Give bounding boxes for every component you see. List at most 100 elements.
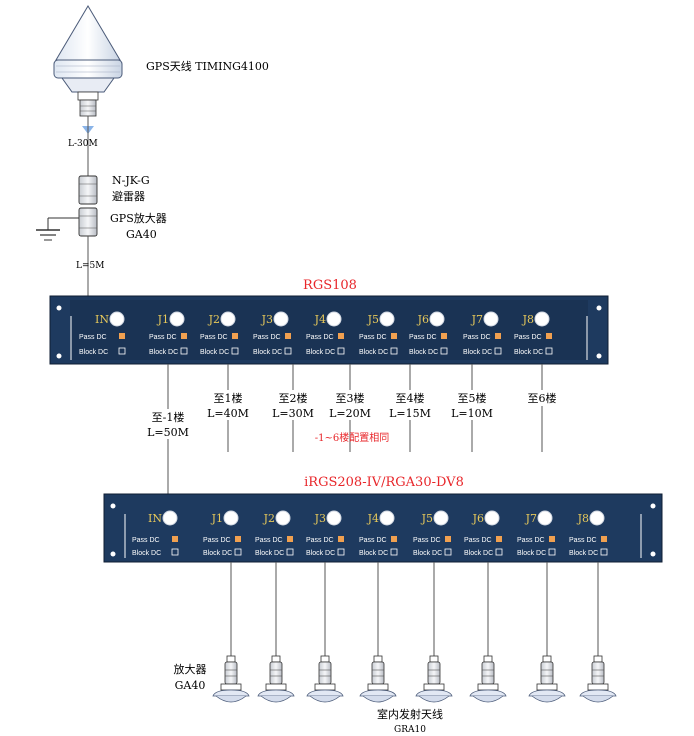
indoor-antenna-icon — [579, 655, 617, 703]
pass-dc-indicator — [546, 333, 552, 339]
floor-destination: 至5楼 — [458, 391, 487, 405]
port-connector-j3[interactable] — [326, 510, 342, 526]
port-connector-j1[interactable] — [223, 510, 239, 526]
floor-cable-length: L=10M — [451, 407, 493, 420]
port-connector-j6[interactable] — [429, 311, 445, 327]
port-label-j7: J7 — [525, 512, 537, 525]
cable-bottom-length: L=5M — [76, 261, 104, 271]
port-connector-j7[interactable] — [483, 311, 499, 327]
port-connector-j8[interactable] — [534, 311, 550, 327]
indoor-antenna-icon — [359, 655, 397, 703]
rgs108-panel — [49, 295, 609, 365]
block-dc-indicator — [440, 347, 448, 355]
pass-dc-label: Pass DC — [409, 334, 437, 341]
pass-dc-label: Pass DC — [359, 334, 387, 341]
floor-destination: 至3楼 — [336, 391, 365, 405]
pass-dc-indicator — [119, 333, 125, 339]
arrester-name: 避雷器 — [112, 189, 145, 203]
indoor-antenna-model: GRA10 — [394, 725, 426, 735]
pass-dc-label: Pass DC — [569, 537, 597, 544]
port-connector-j8[interactable] — [589, 510, 605, 526]
cable-top-length: L-30M — [68, 139, 98, 149]
pass-dc-label: Pass DC — [463, 334, 491, 341]
bottom-amp-name: 放大器 — [174, 662, 207, 676]
pass-dc-indicator — [495, 333, 501, 339]
indoor-antenna-name: 室内发射天线 — [377, 707, 443, 721]
rgs108-title: RGS108 — [303, 278, 357, 293]
floor-cable-lines: 至-1楼L=50M至1楼L=40M至2楼L=30M至3楼L=20M至4楼L=15… — [144, 364, 566, 494]
port-connector-j7[interactable] — [537, 510, 553, 526]
port-label-in: IN — [148, 512, 162, 525]
block-dc-label: Block DC — [359, 550, 388, 557]
block-dc-label: Block DC — [79, 349, 108, 356]
indoor-antenna-icon — [469, 655, 507, 703]
floor-destination: 至6楼 — [528, 391, 557, 405]
indoor-antenna-icon — [306, 655, 344, 703]
lightning-arrester-icon — [78, 175, 98, 205]
port-label-j6: J6 — [417, 313, 429, 326]
port-label-j8: J8 — [522, 313, 534, 326]
port-label-j4: J4 — [314, 313, 326, 326]
port-connector-j4[interactable] — [326, 311, 342, 327]
block-dc-label: Block DC — [413, 550, 442, 557]
floor-destination: 至-1楼 — [152, 410, 185, 424]
floor-cable-length: L=40M — [207, 407, 249, 420]
block-dc-label: Block DC — [255, 550, 284, 557]
block-dc-indicator — [234, 548, 242, 556]
block-dc-indicator — [548, 548, 556, 556]
gps-antenna-label: GPS天线 TIMING4100 — [146, 59, 269, 73]
port-connector-j1[interactable] — [169, 311, 185, 327]
pass-dc-indicator — [445, 536, 451, 542]
pass-dc-label: Pass DC — [253, 334, 281, 341]
port-label-j2: J2 — [208, 313, 220, 326]
block-dc-indicator — [118, 347, 126, 355]
block-dc-indicator — [337, 347, 345, 355]
pass-dc-indicator — [235, 536, 241, 542]
pass-dc-label: Pass DC — [79, 334, 107, 341]
block-dc-label: Block DC — [359, 349, 388, 356]
block-dc-indicator — [180, 347, 188, 355]
block-dc-indicator — [286, 548, 294, 556]
port-label-j2: J2 — [263, 512, 275, 525]
floor-destination: 至1楼 — [214, 391, 243, 405]
port-connector-in[interactable] — [109, 311, 125, 327]
block-dc-label: Block DC — [306, 550, 335, 557]
port-connector-j5[interactable] — [379, 311, 395, 327]
pass-dc-indicator — [441, 333, 447, 339]
port-connector-j6[interactable] — [484, 510, 500, 526]
block-dc-label: Block DC — [464, 550, 493, 557]
pass-dc-label: Pass DC — [255, 537, 283, 544]
irgs-title: iRGS208-IV/RGA30-DV8 — [304, 475, 464, 490]
ground-icon — [36, 217, 79, 241]
pass-dc-label: Pass DC — [203, 537, 231, 544]
port-label-j1: J1 — [157, 313, 169, 326]
port-connector-j2[interactable] — [220, 311, 236, 327]
port-label-j4: J4 — [367, 512, 379, 525]
block-dc-indicator — [494, 347, 502, 355]
indoor-antenna-icon — [415, 655, 453, 703]
config-note: -1~6楼配置相同 — [315, 431, 389, 444]
port-connector-j2[interactable] — [275, 510, 291, 526]
port-connector-j4[interactable] — [379, 510, 395, 526]
port-connector-j3[interactable] — [273, 311, 289, 327]
pass-dc-indicator — [549, 536, 555, 542]
block-dc-label: Block DC — [253, 349, 282, 356]
floor-destination: 至4楼 — [396, 391, 425, 405]
block-dc-indicator — [171, 548, 179, 556]
block-dc-label: Block DC — [463, 349, 492, 356]
block-dc-label: Block DC — [409, 349, 438, 356]
port-label-j7: J7 — [471, 313, 483, 326]
indoor-antenna-icon — [257, 655, 295, 703]
pass-dc-indicator — [391, 333, 397, 339]
port-label-j8: J8 — [577, 512, 589, 525]
pass-dc-indicator — [601, 536, 607, 542]
port-connector-j5[interactable] — [433, 510, 449, 526]
block-dc-label: Block DC — [514, 349, 543, 356]
block-dc-indicator — [444, 548, 452, 556]
block-dc-label: Block DC — [203, 550, 232, 557]
port-connector-in[interactable] — [162, 510, 178, 526]
pass-dc-label: Pass DC — [200, 334, 228, 341]
